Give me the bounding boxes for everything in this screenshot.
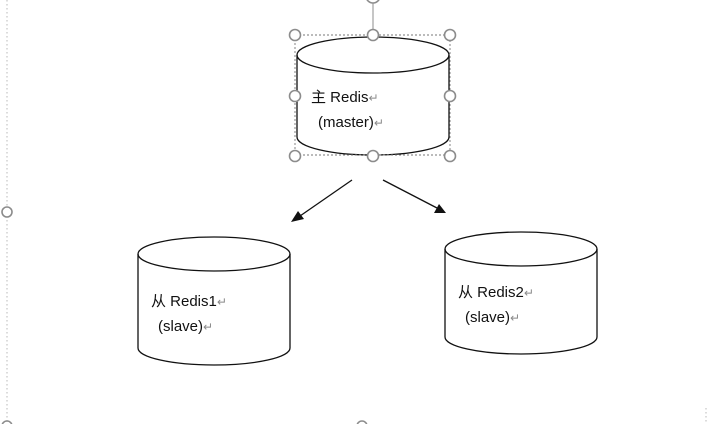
paragraph-mark-icon: ↵ [524, 286, 534, 300]
node-master[interactable]: 主 Redis↵ (master)↵ [288, 0, 457, 163]
resize-handle-mid-left[interactable] [288, 89, 302, 103]
node-label-text: 主 Redis [311, 89, 369, 106]
arrow-head [434, 204, 446, 213]
cylinder-body [444, 231, 598, 355]
cylinder-body [296, 36, 450, 156]
node-label-line1: 从 Redis1↵ [151, 293, 227, 310]
node-label-line1: 主 Redis↵ [311, 89, 379, 106]
node-slave2[interactable]: 从 Redis2↵ (slave)↵ [444, 231, 598, 355]
paragraph-mark-icon: ↵ [374, 116, 384, 130]
rotate-handle-icon[interactable] [366, 0, 380, 4]
arrow-head [291, 211, 304, 222]
arrow-line [382, 179, 438, 209]
edge-master-to-slave2[interactable] [382, 179, 446, 213]
node-label-line2: (slave)↵ [158, 318, 213, 335]
node-label-text: 从 Redis2 [458, 284, 524, 301]
node-label-line2: (slave)↵ [465, 309, 520, 326]
node-label-text: 从 Redis1 [151, 293, 217, 310]
page-margin-handle-left[interactable] [1, 206, 13, 218]
paragraph-mark-icon: ↵ [203, 320, 213, 334]
node-label-text: (slave) [465, 309, 510, 326]
paragraph-mark-icon: ↵ [510, 311, 520, 325]
node-label-line2: (master)↵ [318, 114, 384, 131]
cylinder-top-rim [137, 253, 291, 272]
resize-handle-top-mid[interactable] [366, 28, 380, 42]
cylinder-top-rim [296, 54, 450, 74]
cylinder-top-rim [444, 248, 598, 267]
paragraph-mark-icon: ↵ [217, 295, 227, 309]
node-label-line1: 从 Redis2↵ [458, 284, 534, 301]
resize-handle-mid-right[interactable] [443, 89, 457, 103]
resize-handle-bottom-mid[interactable] [366, 149, 380, 163]
edge-master-to-slave1[interactable] [291, 179, 353, 222]
resize-handle-bottom-left[interactable] [288, 149, 302, 163]
paragraph-mark-icon: ↵ [369, 91, 379, 105]
node-label-text: (slave) [158, 318, 203, 335]
resize-handle-top-right[interactable] [443, 28, 457, 42]
node-slave1[interactable]: 从 Redis1↵ (slave)↵ [137, 236, 291, 366]
resize-handle-top-left[interactable] [288, 28, 302, 42]
resize-handle-bottom-right[interactable] [443, 149, 457, 163]
node-label-text: (master) [318, 114, 374, 131]
page-margin-handle-bottom-left[interactable] [1, 420, 13, 424]
arrow-line [299, 179, 353, 217]
page-margin-handle-bottom-mid[interactable] [356, 420, 368, 424]
